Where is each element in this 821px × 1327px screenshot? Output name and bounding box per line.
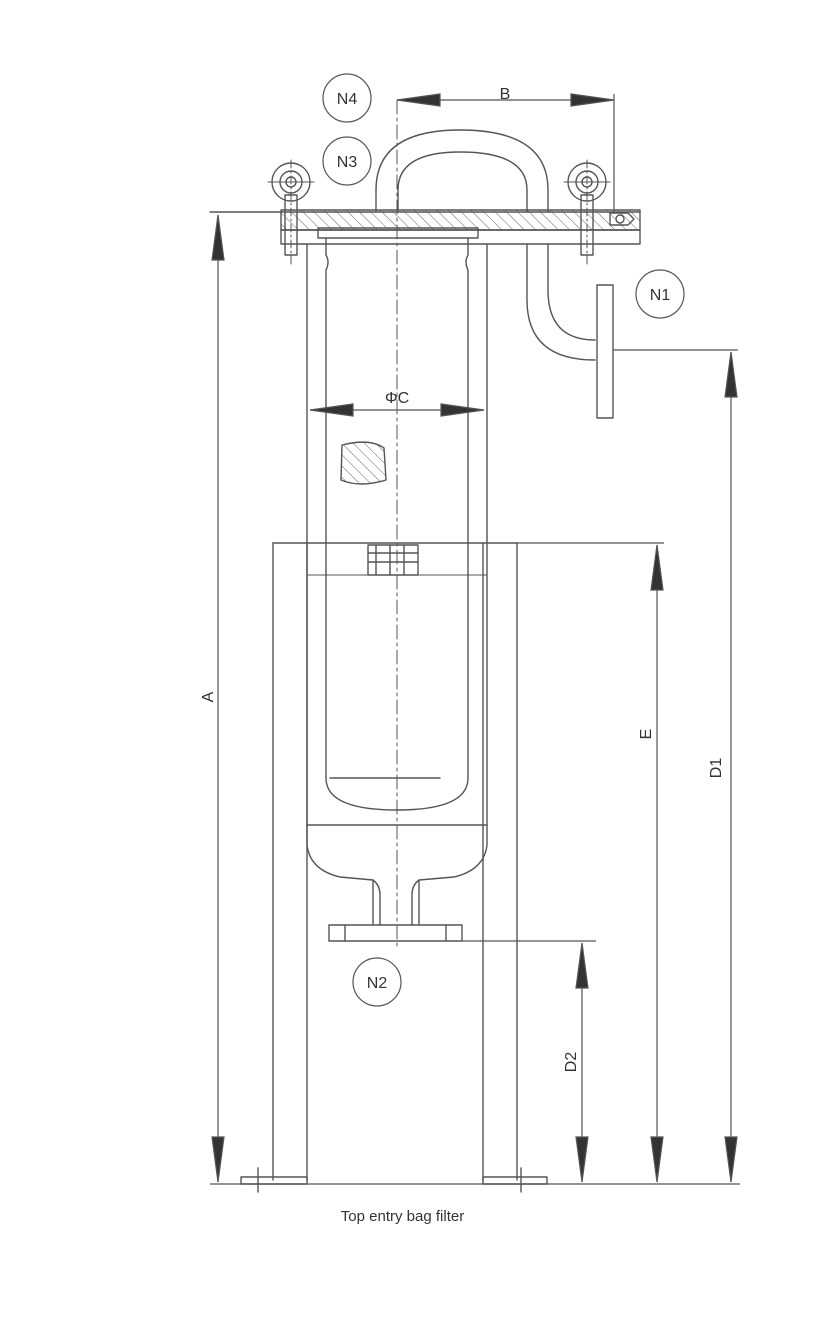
inlet-pipe (375, 129, 614, 419)
n4-callout-circle (322, 73, 372, 123)
inlet-flange (596, 284, 614, 419)
diagram-caption: Top entry bag filter (340, 1208, 465, 1225)
dimension-b (396, 93, 615, 212)
dim-d2-label: D2 (563, 1052, 580, 1073)
dimension-d1 (613, 349, 738, 1183)
n1-callout-circle (635, 269, 685, 319)
n2-callout-circle (352, 957, 402, 1007)
dimension-a (210, 214, 740, 1185)
support-legs (240, 542, 548, 1193)
dim-a-label: A (200, 691, 217, 702)
dim-d1-label: D1 (708, 758, 725, 779)
n1-label: N1 (650, 287, 671, 304)
n3-label: N3 (337, 154, 358, 171)
dimension-e (517, 542, 664, 1183)
cover-plate (280, 209, 641, 231)
dimension-d2 (462, 940, 596, 1183)
left-eye-bolt (267, 159, 315, 266)
filter-basket (325, 237, 469, 811)
right-foot-plate (482, 1176, 548, 1185)
top-cover (209, 209, 641, 245)
dim-c-label: ΦC (385, 390, 409, 407)
dimension-c (309, 403, 485, 417)
outlet-flange (328, 924, 463, 942)
n3-callout-circle (322, 136, 372, 186)
dim-b-label: B (500, 86, 511, 103)
dim-e-label: E (638, 729, 655, 740)
n4-label: N4 (337, 91, 358, 108)
n2-label: N2 (367, 975, 388, 992)
left-foot-plate (240, 1176, 308, 1185)
right-eye-bolt (563, 159, 611, 266)
